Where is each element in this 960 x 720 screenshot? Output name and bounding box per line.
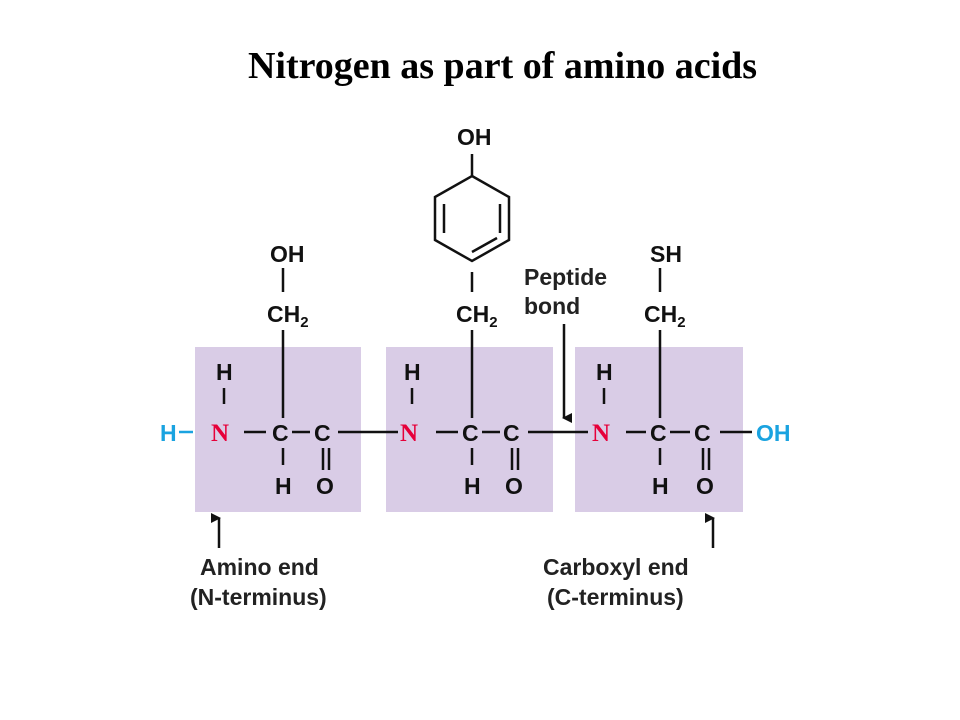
r1-carbonyl-o: O xyxy=(316,473,334,499)
benzene-ring xyxy=(433,174,511,263)
page-title: Nitrogen as part of amino acids xyxy=(247,45,758,87)
r1-hydroxyl-oh: OH xyxy=(270,241,305,267)
r1-carbonyl-carbon: C xyxy=(314,420,331,446)
residue-1-box xyxy=(195,347,361,512)
r3-carbonyl-carbon: C xyxy=(694,420,711,446)
r3-nitrogen: N xyxy=(592,420,610,447)
r2-carbonyl-o: O xyxy=(505,473,523,499)
r3-ch2: CH2 xyxy=(644,301,686,331)
peptide-bond-label-line2: bond xyxy=(524,293,580,319)
r2-nitrogen: N xyxy=(400,420,418,447)
r2-hydroxyl-oh: OH xyxy=(457,124,492,150)
r1-amine-h: H xyxy=(216,359,233,385)
n-terminal-h: H xyxy=(160,420,177,446)
r2-alpha-h: H xyxy=(464,473,481,499)
r1-ch2: CH2 xyxy=(267,301,309,331)
r2-amine-h: H xyxy=(404,359,421,385)
r1-nitrogen: N xyxy=(211,420,229,447)
c-terminal-oh: OH xyxy=(756,420,791,446)
r1-alpha-h: H xyxy=(275,473,292,499)
r3-amine-h: H xyxy=(596,359,613,385)
peptide-bond-label-line1: Peptide xyxy=(524,264,607,290)
r2-carbonyl-carbon: C xyxy=(503,420,520,446)
r3-alpha-h: H xyxy=(652,473,669,499)
amino-end-label-line1: Amino end xyxy=(200,554,319,580)
r3-carbonyl-o: O xyxy=(696,473,714,499)
r1-alpha-carbon: C xyxy=(272,420,289,446)
r3-alpha-carbon: C xyxy=(650,420,667,446)
r2-alpha-carbon: C xyxy=(462,420,479,446)
amino-end-label-line2: (N-terminus) xyxy=(190,584,327,610)
carboxyl-end-label-line2: (C-terminus) xyxy=(547,584,684,610)
residue-2-box xyxy=(386,347,553,512)
carboxyl-end-label-line1: Carboxyl end xyxy=(543,554,689,580)
r2-ch2: CH2 xyxy=(456,301,498,331)
r3-thiol-sh: SH xyxy=(650,241,682,267)
